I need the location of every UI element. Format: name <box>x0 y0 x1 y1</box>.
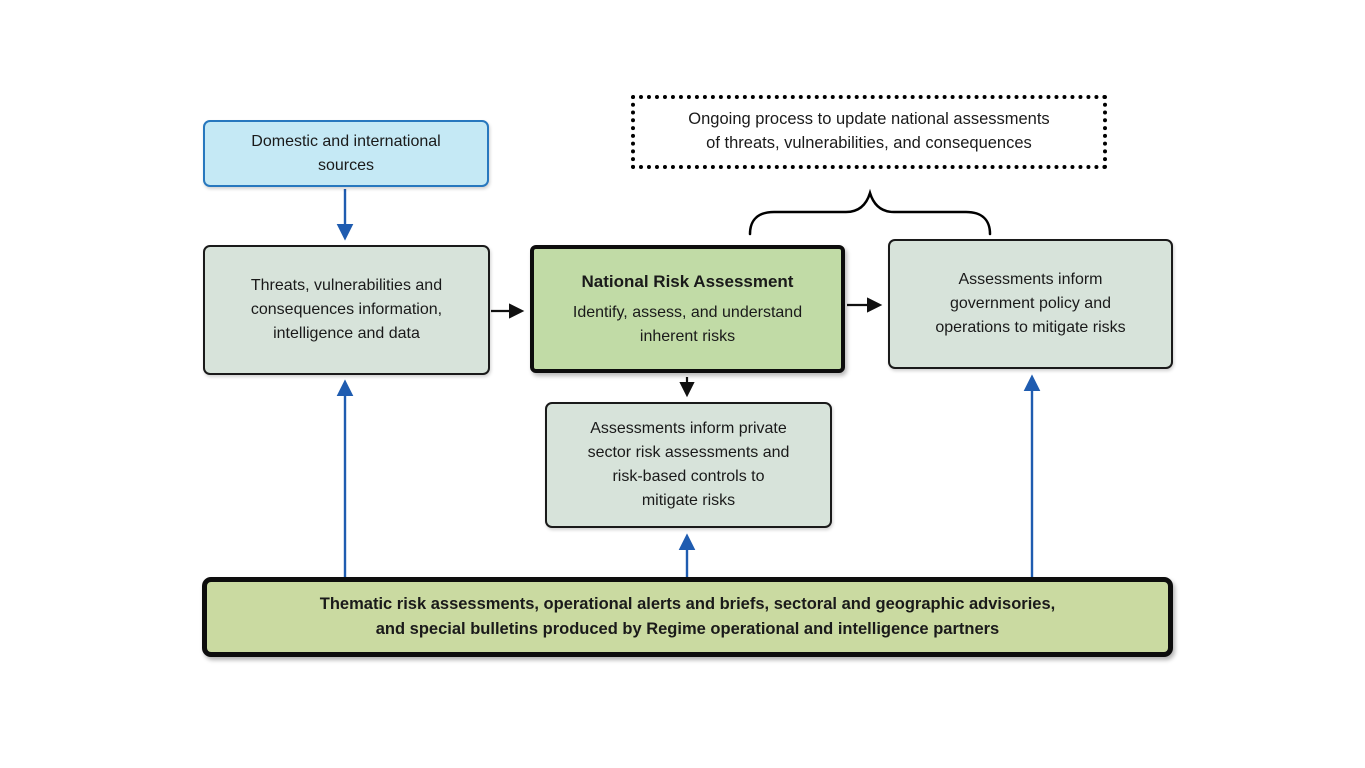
curly-brace <box>748 188 992 236</box>
sources-box: Domestic and international sources <box>203 120 489 187</box>
private-sector-box: Assessments inform private sector risk a… <box>545 402 832 528</box>
threats-box: Threats, vulnerabilities and consequence… <box>203 245 490 375</box>
nra-subtitle: Identify, assess, and understand inheren… <box>572 304 803 346</box>
national-risk-assessment-box: National Risk Assessment Identify, asses… <box>530 245 845 373</box>
partners-bulletins-box: Thematic risk assessments, operational a… <box>202 577 1173 657</box>
nra-title: National Risk Assessment <box>581 271 794 291</box>
government-policy-box: Assessments inform government policy and… <box>888 239 1173 369</box>
ongoing-process-box: Ongoing process to update national asses… <box>631 95 1107 169</box>
